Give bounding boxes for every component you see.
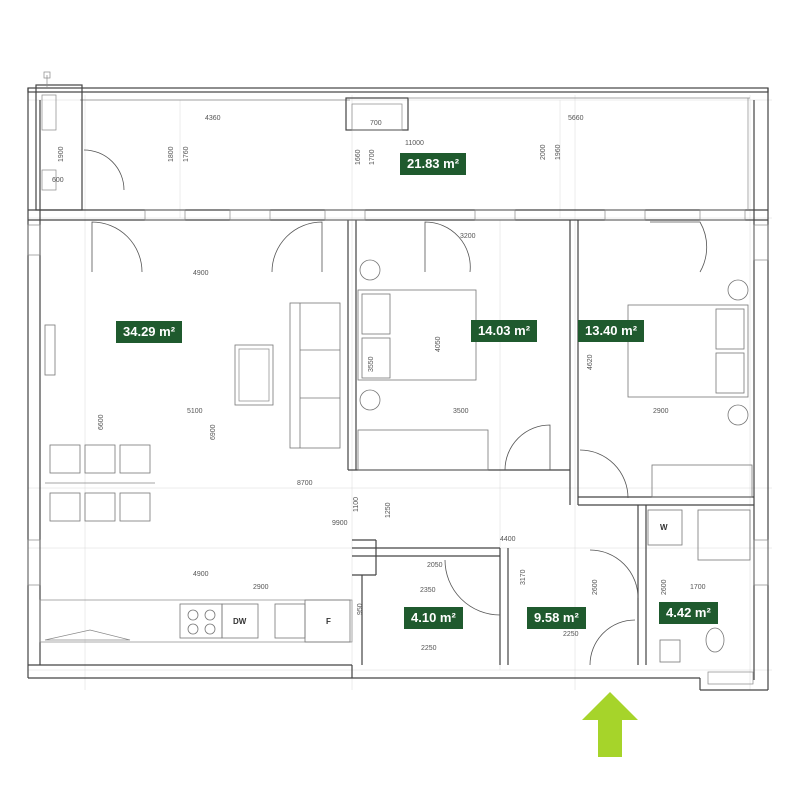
- dim-1900: 1900: [58, 146, 65, 162]
- dim-4050: 4050: [435, 336, 442, 352]
- up-arrow-icon: [582, 692, 638, 757]
- construction-grid: [28, 95, 772, 690]
- dim-8700: 8700: [297, 480, 313, 487]
- dim-5100: 5100: [187, 408, 203, 415]
- dim-2350: 2350: [420, 587, 436, 594]
- area-label-hall[interactable]: 9.58 m²: [527, 607, 586, 629]
- dim-4400: 4400: [500, 536, 516, 543]
- dim-1960: 1960: [555, 144, 562, 160]
- fridge-label: F: [326, 617, 331, 626]
- dim-2900-b: 2900: [253, 584, 269, 591]
- dim-2250: 2250: [421, 645, 437, 652]
- dim-3500: 3500: [453, 408, 469, 415]
- dim-2900: 2900: [653, 408, 669, 415]
- dim-1760: 1760: [183, 146, 190, 162]
- area-label-bathroom-2[interactable]: 4.42 m²: [659, 602, 718, 624]
- dim-1700-b: 1700: [690, 584, 706, 591]
- area-label-living-room[interactable]: 34.29 m²: [116, 321, 183, 343]
- windows: [27, 209, 769, 586]
- dim-2250-b: 2250: [563, 631, 579, 638]
- dimension-labels: 4360 700 11000 5660 1900 600 1800 1760 1…: [52, 115, 706, 652]
- area-label-bedroom-1[interactable]: 14.03 m²: [471, 320, 538, 342]
- dim-3170: 3170: [520, 569, 527, 585]
- dim-6600: 6600: [98, 414, 105, 430]
- doors: [83, 149, 708, 666]
- dim-6900: 6900: [210, 424, 217, 440]
- dim-950: 950: [357, 603, 364, 615]
- area-label-bedroom-2[interactable]: 13.40 m²: [578, 320, 645, 342]
- area-label-terrace[interactable]: 21.83 m²: [400, 153, 467, 175]
- dim-5660: 5660: [568, 115, 584, 122]
- washer-label: W: [660, 523, 668, 532]
- dim-2050: 2050: [427, 562, 443, 569]
- dim-1660: 1660: [355, 149, 362, 165]
- dim-9900: 9900: [332, 520, 348, 527]
- dim-600: 600: [52, 177, 64, 184]
- appliance-labels: DW F W: [233, 523, 668, 626]
- dim-4620: 4620: [587, 354, 594, 370]
- dim-2600: 2600: [592, 579, 599, 595]
- dim-1100: 1100: [353, 497, 360, 512]
- dim-4900-b: 4900: [193, 571, 209, 578]
- area-label-bathroom-1[interactable]: 4.10 m²: [404, 607, 463, 629]
- dim-700: 700: [370, 120, 382, 127]
- dim-2000: 2000: [540, 144, 547, 160]
- dim-1700: 1700: [369, 149, 376, 165]
- dim-3200: 3200: [460, 233, 476, 240]
- dim-1250: 1250: [385, 502, 392, 518]
- dim-1800: 1800: [168, 146, 175, 162]
- furniture: [39, 259, 754, 685]
- dim-2600-b: 2600: [661, 579, 668, 595]
- dishwasher-label: DW: [233, 617, 247, 626]
- walls: [27, 71, 769, 691]
- dim-4900: 4900: [193, 270, 209, 277]
- dim-4360: 4360: [205, 115, 221, 122]
- dim-11000: 11000: [405, 140, 424, 147]
- dim-3550: 3550: [368, 356, 375, 372]
